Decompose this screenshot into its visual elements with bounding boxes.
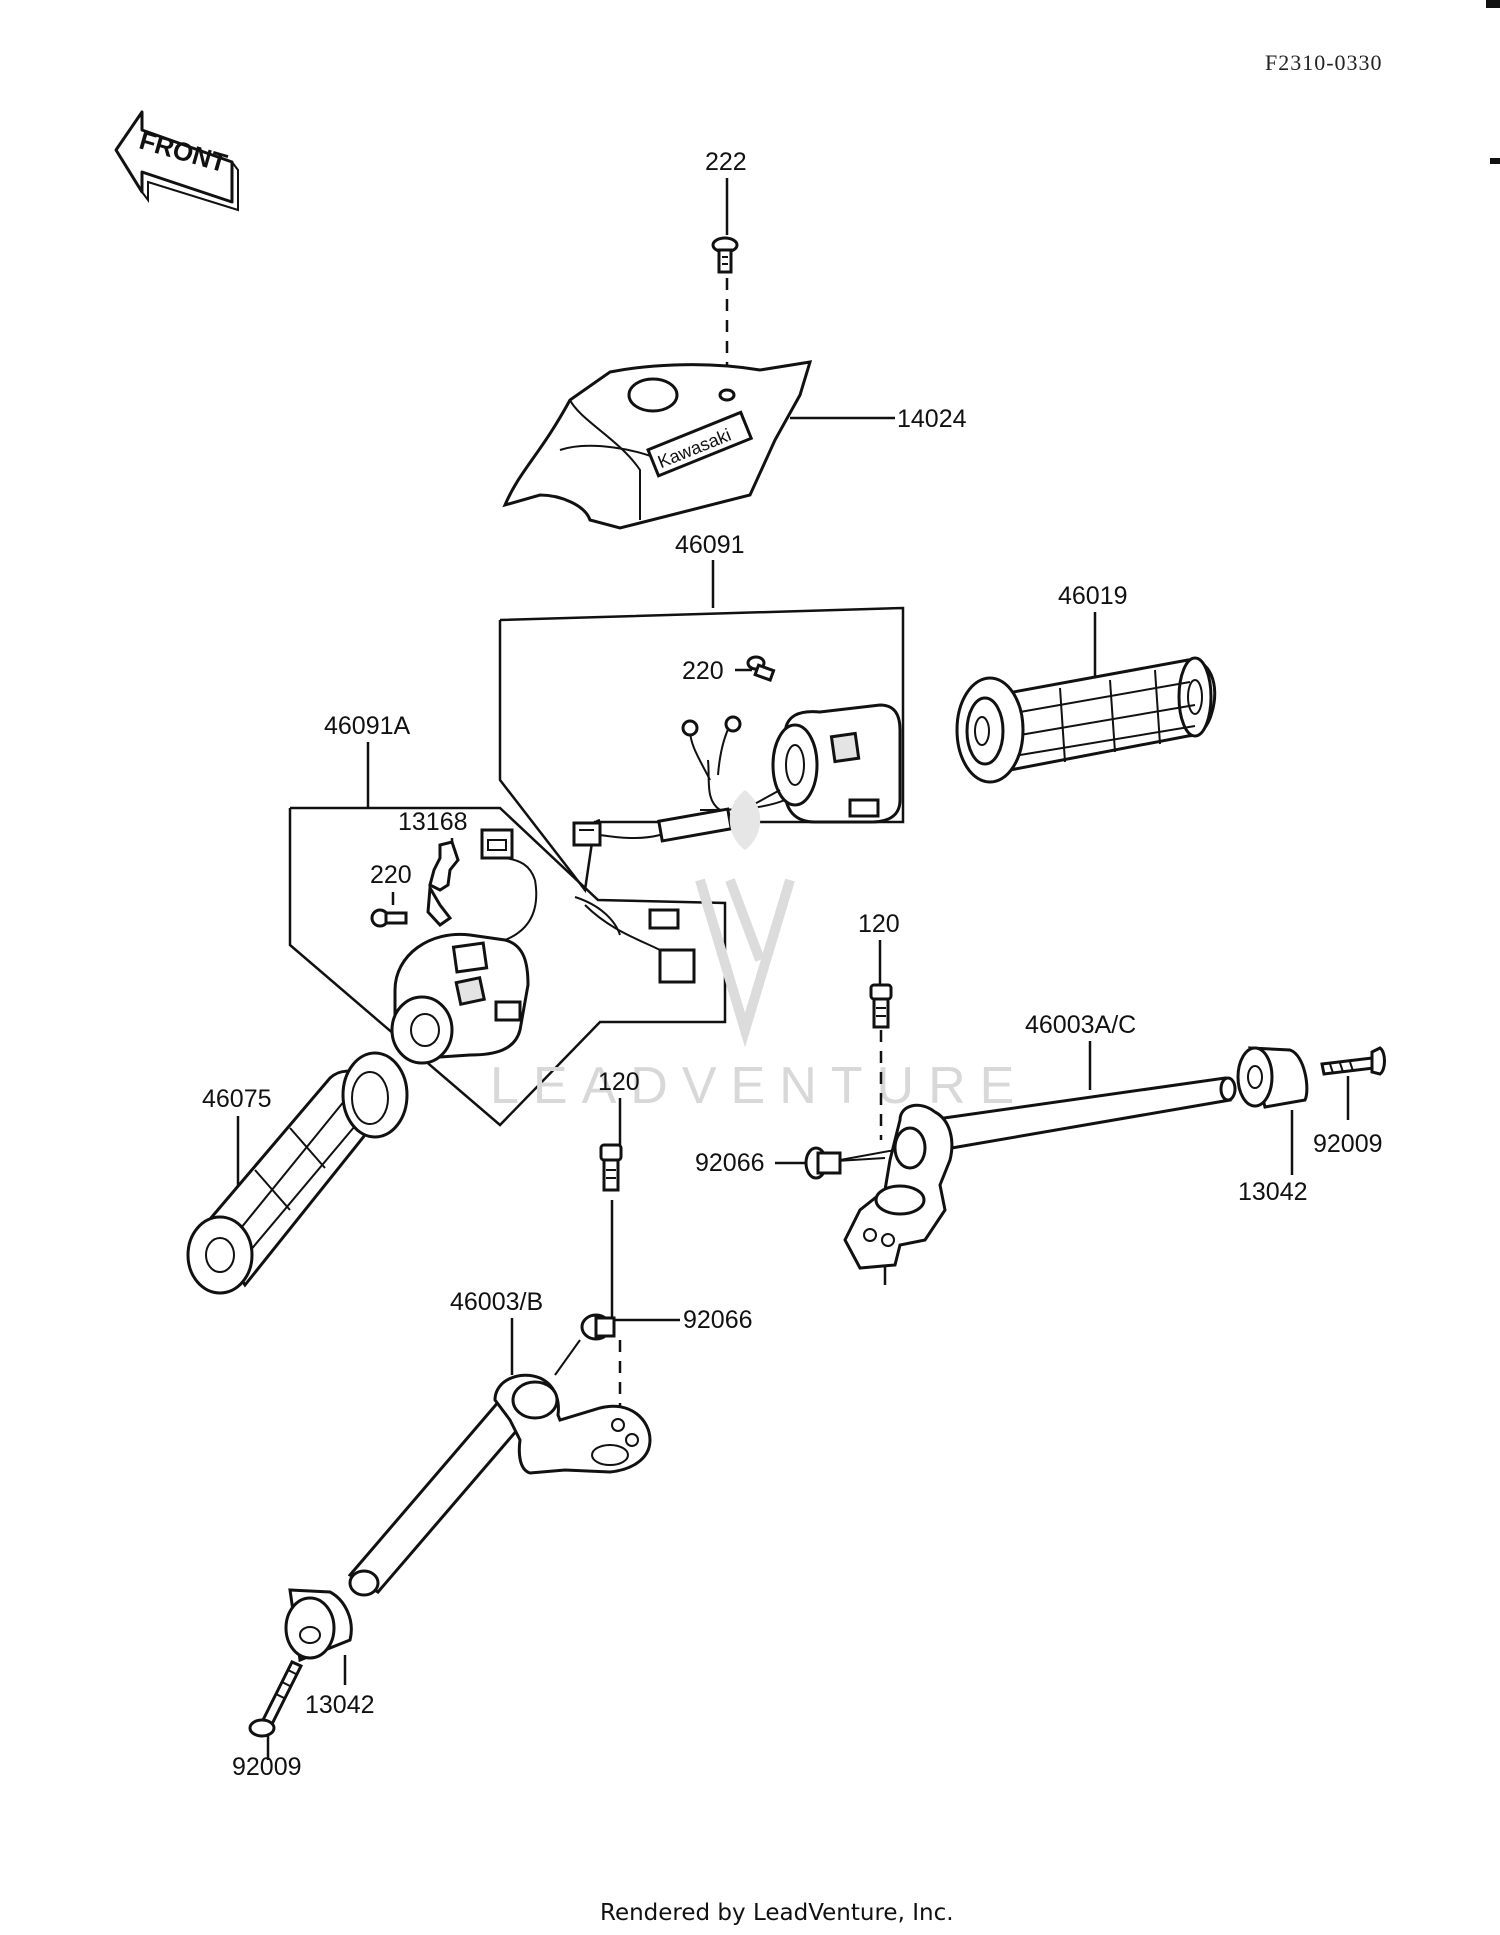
label-13168: 13168	[398, 808, 468, 836]
screw-92009-left	[248, 1660, 304, 1738]
screw-222	[711, 178, 739, 395]
label-46091: 46091	[675, 531, 745, 559]
label-220-top: 220	[682, 657, 724, 685]
edge-mark	[1490, 158, 1500, 164]
label-14024: 14024	[897, 405, 967, 433]
bolt-120-left	[599, 1143, 623, 1410]
watermark-logo	[695, 790, 795, 1048]
left-grip-46075	[186, 1051, 409, 1295]
screw-220-left	[370, 908, 408, 928]
label-13042-left: 13042	[305, 1691, 375, 1719]
label-92066-left: 92066	[683, 1306, 753, 1334]
label-92009-left: 92009	[232, 1753, 302, 1781]
diagram-code: F2310-0330	[1265, 50, 1383, 75]
handlebar-cover-14024: Kawasaki	[502, 360, 895, 530]
label-120-left: 120	[598, 1068, 640, 1096]
label-222: 222	[705, 148, 747, 176]
label-46019: 46019	[1058, 582, 1128, 610]
label-46091A: 46091A	[324, 712, 411, 740]
left-switch-housing	[390, 932, 530, 1065]
label-120-right: 120	[858, 910, 900, 938]
right-switch-housing	[771, 703, 902, 824]
footer-credit: Rendered by LeadVenture, Inc.	[600, 1900, 954, 1926]
label-46075: 46075	[202, 1085, 272, 1113]
label-46003B: 46003/B	[450, 1288, 543, 1316]
assembly-box-46091A	[288, 806, 727, 1127]
screw-92009-right	[1320, 1046, 1386, 1076]
label-92009-right: 92009	[1313, 1130, 1383, 1158]
end-weight-13042-left	[284, 1588, 353, 1663]
label-46003AC: 46003A/C	[1025, 1011, 1136, 1039]
watermark-text: LEADVENTURE	[490, 1057, 1028, 1115]
right-switch-wiring	[572, 715, 786, 847]
right-throttle-grip-46019	[955, 656, 1217, 784]
label-220-left: 220	[370, 861, 412, 889]
plug-92066-right	[804, 1146, 896, 1180]
label-13042-right: 13042	[1238, 1178, 1308, 1206]
left-switch-wiring	[480, 828, 696, 984]
bolt-120-right	[869, 983, 893, 1285]
end-weight-13042-right	[1236, 1046, 1309, 1109]
label-92066-right: 92066	[695, 1149, 765, 1177]
plug-92066-left	[580, 1313, 616, 1341]
edge-mark	[1486, 0, 1500, 8]
left-handlebar-46003B	[347, 1373, 652, 1597]
front-arrow-icon: FRONT	[114, 110, 239, 212]
screw-220-top	[735, 655, 776, 683]
right-handlebar-46003AC	[819, 1076, 1237, 1270]
clip-13168	[426, 840, 460, 927]
